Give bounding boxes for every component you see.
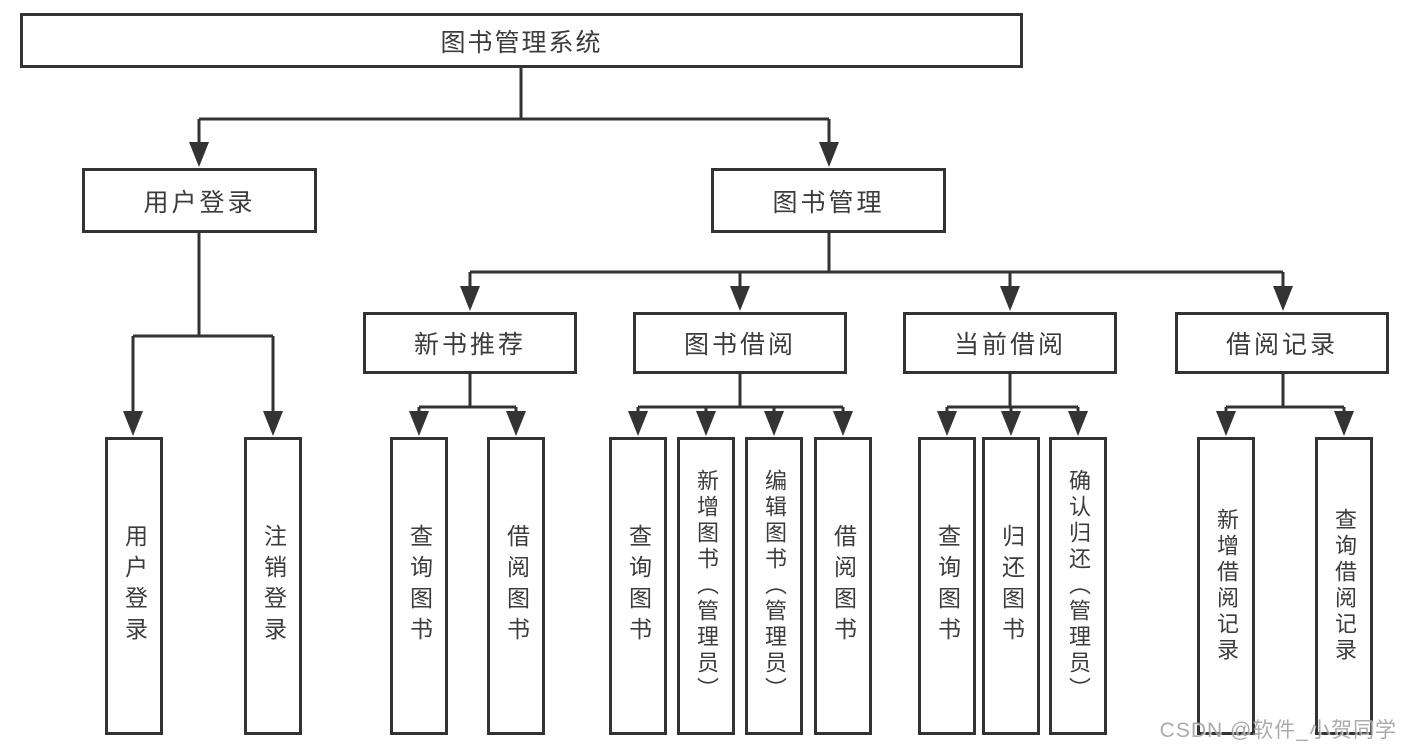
- leaf-label: 查询借阅记录: [1332, 508, 1357, 664]
- node-user-login: 用户登录: [82, 168, 317, 233]
- node-label: 借阅记录: [1225, 331, 1338, 359]
- leaf-label: 用户登录: [121, 524, 148, 648]
- node-label: 用户登录: [143, 188, 256, 217]
- leaf-query-books-recommend: 查询图书: [390, 437, 448, 735]
- leaf-borrow-books: 借阅图书: [814, 437, 872, 735]
- node-label: 图书管理: [772, 188, 885, 217]
- connector-arrowheads: [123, 142, 1354, 436]
- leaf-label: 编辑图书（管理员）: [762, 469, 787, 703]
- node-borrowing-records: 借阅记录: [1175, 312, 1389, 374]
- node-current-borrowing: 当前借阅: [903, 312, 1117, 374]
- leaf-add-book-admin: 新增图书（管理员）: [677, 437, 735, 735]
- leaf-label: 新增图书（管理员）: [694, 469, 719, 703]
- leaf-query-books-borrow: 查询图书: [609, 437, 667, 735]
- leaf-return-book: 归还图书: [982, 437, 1040, 735]
- leaf-label: 查询图书: [625, 524, 652, 648]
- node-new-book-recommendation: 新书推荐: [363, 312, 577, 374]
- leaf-label: 借阅图书: [830, 524, 857, 648]
- connector-lines: [131, 68, 1346, 413]
- leaf-query-books-current: 查询图书: [918, 437, 976, 735]
- node-label: 图书管理系统: [440, 28, 603, 57]
- leaf-label: 查询图书: [934, 524, 961, 648]
- leaf-label: 查询图书: [406, 524, 433, 648]
- node-book-borrowing: 图书借阅: [633, 312, 847, 374]
- leaf-label: 借阅图书: [503, 524, 530, 648]
- node-library-management-system: 图书管理系统: [20, 13, 1023, 68]
- leaf-query-borrow-record: 查询借阅记录: [1315, 437, 1373, 735]
- node-book-management: 图书管理: [711, 168, 946, 233]
- leaf-logout: 注销登录: [244, 437, 302, 735]
- leaf-edit-book-admin: 编辑图书（管理员）: [745, 437, 803, 735]
- node-label: 图书借阅: [683, 331, 796, 359]
- leaf-borrow-books-recommend: 借阅图书: [487, 437, 545, 735]
- node-label: 当前借阅: [953, 331, 1066, 359]
- leaf-label: 归还图书: [998, 524, 1025, 648]
- leaf-label: 新增借阅记录: [1214, 508, 1239, 664]
- node-label: 新书推荐: [413, 331, 526, 359]
- leaf-confirm-return-admin: 确认归还（管理员）: [1049, 437, 1107, 735]
- leaf-add-borrow-record: 新增借阅记录: [1197, 437, 1255, 735]
- leaf-label: 注销登录: [260, 524, 287, 648]
- watermark-text: CSDN @软件_小贺同学: [1159, 719, 1397, 742]
- leaf-label: 确认归还（管理员）: [1066, 469, 1091, 703]
- leaf-user-login: 用户登录: [105, 437, 163, 735]
